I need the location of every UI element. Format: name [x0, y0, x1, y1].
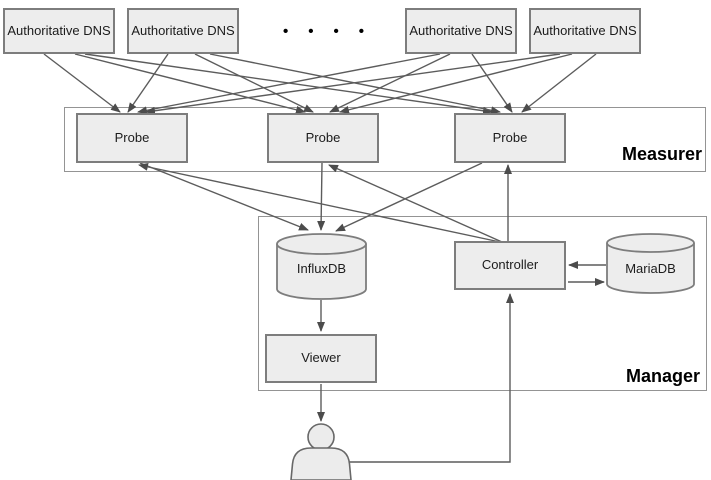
- edge-dns3-probe1: [137, 53, 441, 115]
- mariadb-cylinder: [606, 233, 695, 294]
- node-authoritative-dns-1: Authoritative DNS: [3, 8, 115, 54]
- node-authoritative-dns-3: Authoritative DNS: [405, 8, 517, 54]
- manager-label: Manager: [625, 366, 700, 386]
- edges: [43, 53, 606, 463]
- edge-dns1-probe1: [43, 53, 121, 113]
- edge-dns1-probe2: [74, 53, 306, 114]
- node-authoritative-dns-2: Authoritative DNS: [127, 8, 239, 54]
- ellipsis-dots: ••••: [283, 23, 385, 40]
- node-probe-3: Probe: [454, 113, 566, 163]
- node-authoritative-dns-4: Authoritative DNS: [529, 8, 641, 54]
- edge-probe3-influxdb: [335, 162, 483, 232]
- edge-probe1-influxdb: [139, 162, 309, 231]
- influxdb-cylinder: [276, 233, 367, 300]
- measurer-group: [64, 107, 706, 172]
- node-probe-1: Probe: [76, 113, 188, 163]
- edge-dns4-probe2: [339, 53, 573, 114]
- node-viewer: Viewer: [265, 334, 377, 383]
- edge-controller-probe1: [138, 162, 501, 243]
- edge-controller-probe2: [328, 164, 503, 243]
- influxdb-label: InfluxDB: [296, 261, 347, 276]
- node-probe-2: Probe: [267, 113, 379, 163]
- edge-dns4-probe3: [521, 53, 597, 113]
- mariadb-label: MariaDB: [625, 261, 676, 276]
- measurer-label: Measurer: [621, 144, 702, 164]
- manager-group: [258, 216, 707, 391]
- edge-dns2-probe1: [127, 53, 169, 113]
- edge-dns2-probe2: [194, 53, 314, 113]
- edge-dns3-probe3: [471, 53, 513, 113]
- edge-user-controller: [348, 293, 514, 463]
- person-icon: [290, 423, 352, 480]
- edge-dns4-probe1: [145, 53, 561, 115]
- node-controller: Controller: [454, 241, 566, 290]
- edge-probe2-influxdb: [317, 162, 326, 231]
- edge-dns3-probe2: [329, 53, 451, 113]
